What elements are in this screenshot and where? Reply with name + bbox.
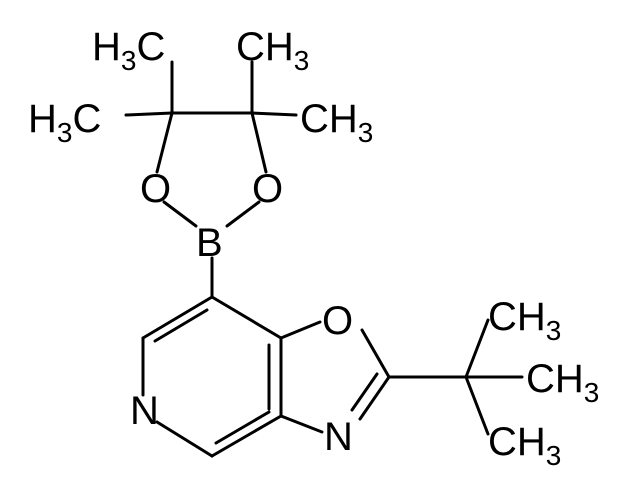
bond-cq-me-bot: [464, 375, 490, 436]
tbutyl-methyl-label-top: CH3: [488, 295, 561, 346]
methyl-label-mid-left: H3C: [28, 97, 101, 148]
tbutyl-methyl-label-bot: CH3: [488, 420, 561, 471]
bond-n-c3a: [279, 414, 324, 434]
bond-o2-b: [225, 200, 261, 228]
bond-n-c4: [155, 420, 214, 458]
methyl-label-mid-right: CH3: [300, 97, 373, 148]
bond-o1-b: [162, 200, 198, 228]
bond-c7-c6-inner: [153, 308, 209, 343]
pyridine-nitrogen-label: N: [130, 389, 159, 433]
bond-cq-me-top: [464, 318, 490, 379]
bond-c2-n-inner: [350, 372, 379, 412]
atom-labels: H3C CH3 H3C CH3 O O B O N N CH3 CH3 CH3: [28, 25, 599, 471]
bond-c2-me4: [250, 111, 298, 117]
bond-c2-n: [358, 375, 391, 421]
oxazole-oxygen-label: O: [322, 299, 353, 343]
oxygen-label-left: O: [140, 167, 171, 211]
oxazole-nitrogen-label: N: [324, 415, 353, 459]
bond-c2-o2: [250, 111, 268, 174]
boron-label: B: [196, 221, 223, 265]
bond-c7a-c7: [210, 295, 283, 340]
bond-c7a-o: [279, 320, 322, 340]
oxygen-label-right: O: [252, 167, 283, 211]
bond-c1-o1: [155, 111, 174, 174]
bond-c1-me3: [124, 111, 174, 117]
bonds: [124, 60, 524, 458]
methyl-label-top-left: H3C: [92, 25, 165, 76]
bond-c4-c3a: [210, 414, 283, 458]
bond-c7-c6: [141, 295, 214, 340]
methyl-label-top-right: CH3: [236, 25, 309, 76]
tbutyl-methyl-label-mid: CH3: [526, 357, 599, 408]
bond-o-c2: [360, 328, 391, 379]
bond-c4-c3a-inner: [214, 410, 271, 445]
